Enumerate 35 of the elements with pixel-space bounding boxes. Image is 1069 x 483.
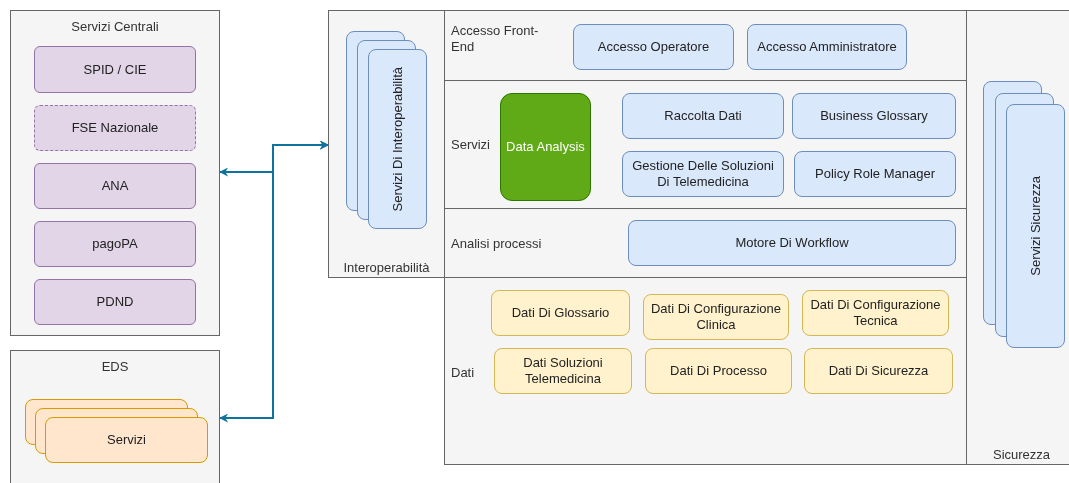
service-box: pagoPA — [34, 221, 196, 267]
service-box: Policy Role Manager — [794, 151, 956, 197]
connector-arrow — [219, 140, 329, 423]
service-box: Accesso Operatore — [573, 24, 734, 70]
service-box: Servizi Sicurezza — [1006, 104, 1065, 348]
panel — [10, 350, 220, 483]
highlight-box: Data Analysis — [500, 93, 591, 201]
service-box: ANA — [34, 163, 196, 209]
service-box: Motore Di Workflow — [628, 220, 956, 266]
layer-label: Analisi processi — [451, 236, 543, 252]
service-box: Gestione Delle Soluzioni Di Telemedicina — [622, 151, 784, 197]
group-title: Sicurezza — [993, 447, 1052, 463]
data-box: Dati Di Configurazione Tecnica — [802, 290, 949, 336]
data-box: Dati Di Configurazione Clinica — [643, 294, 789, 340]
service-box: Servizi Di Interoperabilità — [368, 49, 427, 229]
group-title: Interoperabilità — [342, 260, 431, 276]
service-box: PDND — [34, 279, 196, 325]
service-box: FSE Nazionale — [34, 105, 196, 151]
service-box: Business Glossary — [792, 93, 956, 139]
service-box: Servizi — [45, 417, 208, 463]
service-box: SPID / CIE — [34, 46, 196, 93]
service-box: Raccolta Dati — [622, 93, 784, 139]
group-title: EDS — [100, 359, 130, 375]
data-box: Dati Soluzioni Telemedicina — [494, 348, 632, 394]
panel — [328, 10, 445, 278]
data-box: Dati Di Glossario — [491, 290, 630, 336]
layer-label: Accesso Front-End — [451, 23, 540, 55]
layer-label: Servizi — [451, 137, 491, 153]
panel — [966, 10, 1069, 465]
group-title: Servizi Centrali — [70, 19, 160, 35]
service-box: Accesso Amministratore — [747, 24, 907, 70]
panel — [10, 10, 220, 336]
layer-label: Dati — [451, 365, 476, 381]
data-box: Dati Di Processo — [645, 348, 792, 394]
data-box: Dati Di Sicurezza — [804, 348, 953, 394]
